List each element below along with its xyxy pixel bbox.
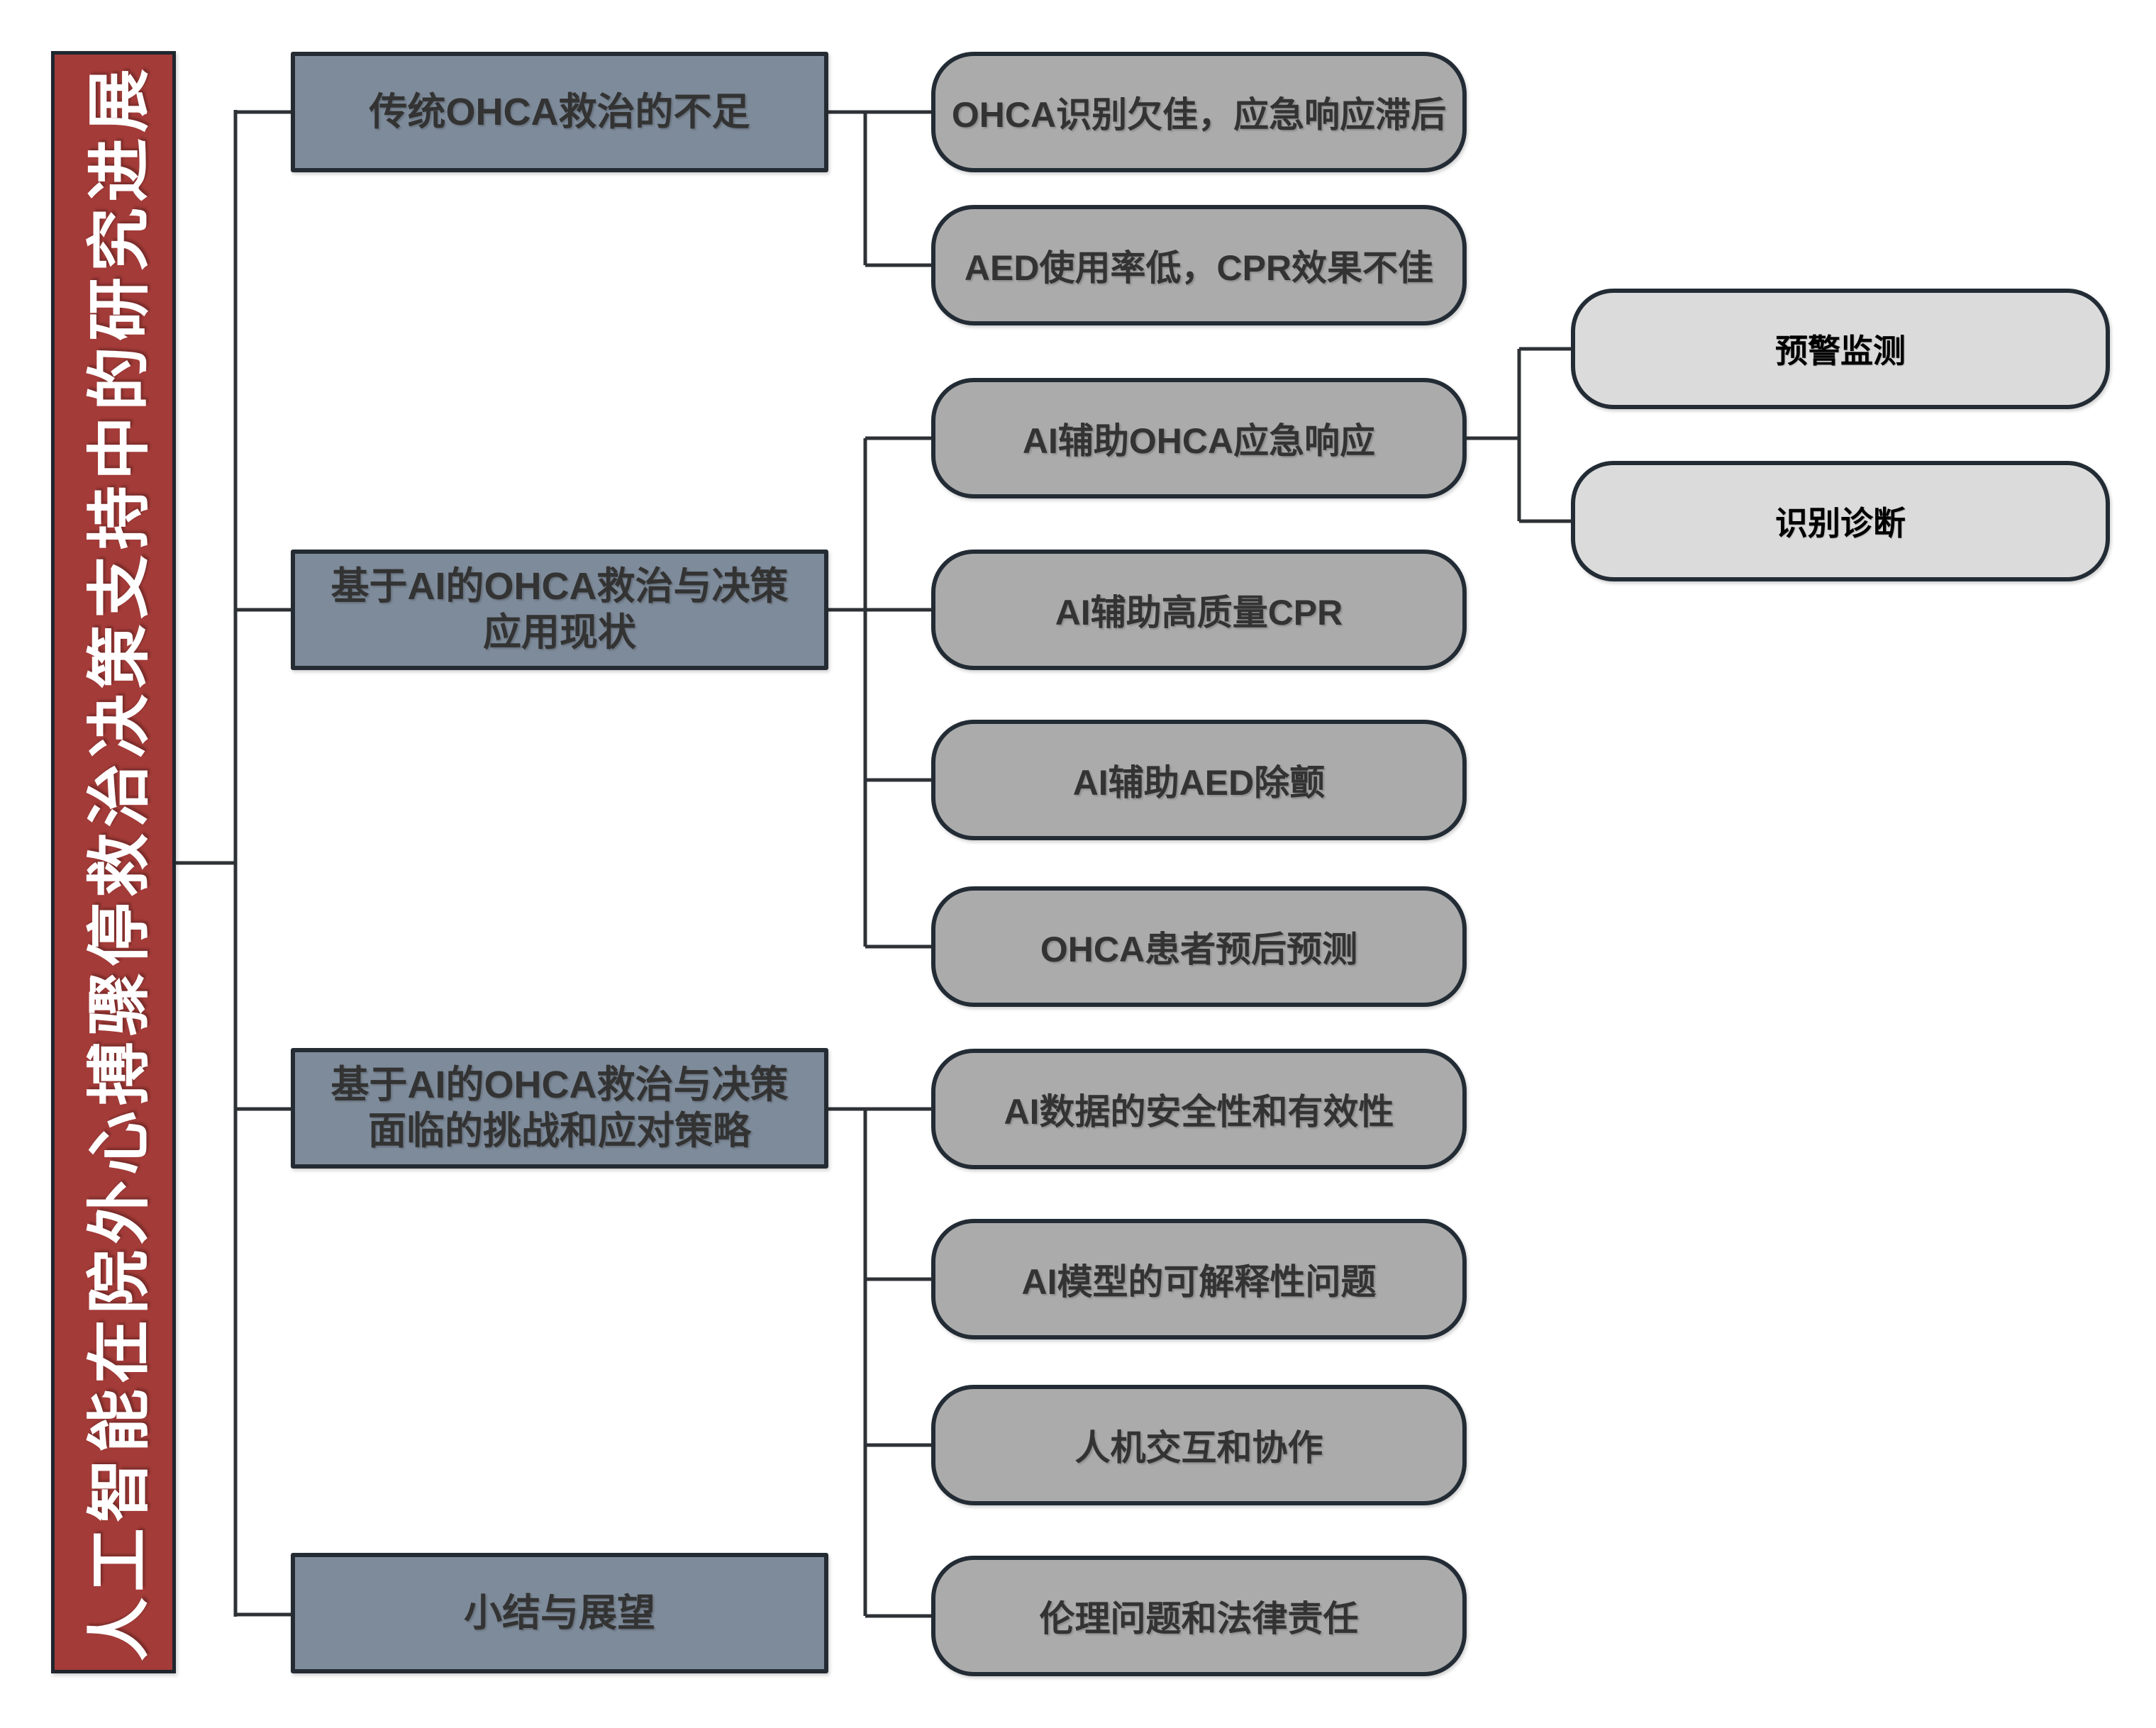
node-ai-data-safety-validity: AI数据的安全性和有效性 [931, 1049, 1467, 1169]
connector-branch-1 [828, 110, 931, 267]
connector-branch-4 [1467, 347, 1571, 523]
node-ai-aed-defibrillation: AI辅助AED除颤 [931, 720, 1467, 840]
node-ai-model-interpretability: AI模型的可解释性问题 [931, 1219, 1467, 1339]
connector-branch-3 [828, 1107, 931, 1618]
connector-main [176, 110, 291, 1617]
node-ai-high-quality-cpr: AI辅助高质量CPR [931, 550, 1467, 670]
root-title-bar: 人工智能在院外心搏骤停救治决策支持中的研究进展 [51, 51, 176, 1673]
node-ohca-prognosis-prediction: OHCA患者预后预测 [931, 886, 1467, 1007]
node-traditional-ohca-gaps: 传统OHCA救治的不足 [291, 52, 828, 172]
node-ohca-recognition-poor: OHCA识别欠佳，应急响应滞后 [931, 52, 1467, 172]
node-human-machine-interaction: 人机交互和协作 [931, 1385, 1467, 1505]
node-ai-ohca-challenges-strategies: 基于AI的OHCA救治与决策 面临的挑战和应对策略 [291, 1048, 828, 1169]
node-ethics-legal-liability: 伦理问题和法律责任 [931, 1556, 1467, 1676]
node-ai-emergency-response: AI辅助OHCA应急响应 [931, 378, 1467, 498]
node-early-warning-monitoring: 预警监测 [1571, 289, 2110, 409]
node-aed-low-usage: AED使用率低，CPR效果不佳 [931, 205, 1467, 325]
node-recognition-diagnosis: 识别诊断 [1571, 461, 2110, 581]
node-ai-ohca-application-status: 基于AI的OHCA救治与决策 应用现状 [291, 550, 828, 670]
node-summary-outlook: 小结与展望 [291, 1553, 828, 1673]
root-title-label: 人工智能在院外心搏骤停救治决策支持中的研究进展 [84, 63, 155, 1661]
connector-branch-2 [828, 436, 931, 949]
